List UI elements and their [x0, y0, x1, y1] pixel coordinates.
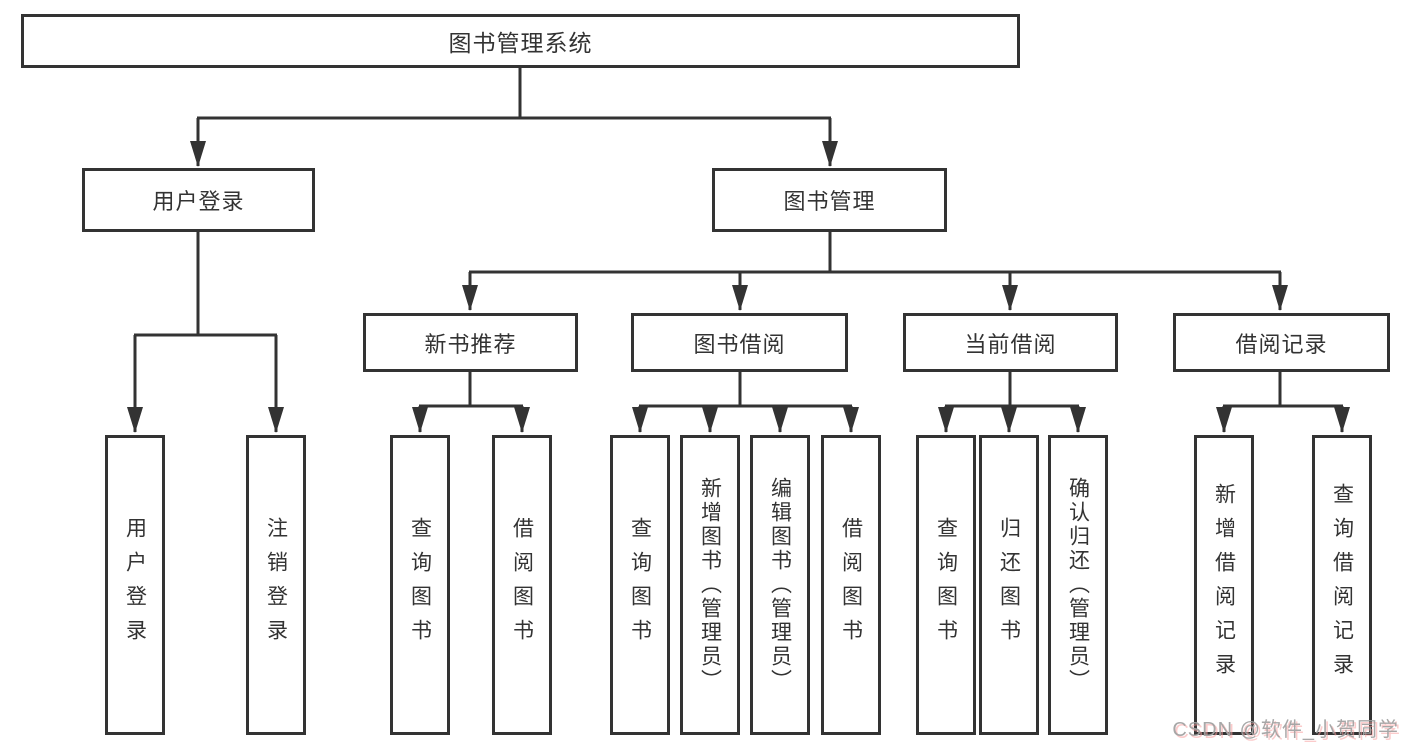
node-user-login: 用户登录	[82, 168, 315, 232]
leaf-borrow-books-rec: 借阅图书	[492, 435, 552, 735]
leaf-query-books-current-label: 查询图书	[934, 517, 958, 653]
leaf-add-books-admin: 新增图书（管理员）	[680, 435, 740, 735]
connector-book-borrow-bar	[639, 372, 852, 408]
node-root: 图书管理系统	[21, 14, 1020, 68]
leaf-return-books-label: 归还图书	[997, 517, 1021, 653]
connector-current-borrow-bar	[945, 372, 1079, 408]
connector-new-book-rec-bar	[419, 372, 523, 408]
leaf-query-books-rec-label: 查询图书	[408, 517, 432, 653]
leaf-query-books-rec: 查询图书	[390, 435, 450, 735]
leaf-return-books: 归还图书	[979, 435, 1039, 735]
node-current-borrow: 当前借阅	[903, 313, 1118, 372]
leaf-query-books-borrow: 查询图书	[610, 435, 670, 735]
leaf-user-login-label: 用户登录	[123, 517, 147, 653]
node-book-borrow: 图书借阅	[631, 313, 848, 372]
node-borrow-record-label: 借阅记录	[1235, 331, 1328, 357]
node-book-borrow-label: 图书借阅	[693, 331, 786, 357]
leaf-borrow-books-label: 借阅图书	[839, 517, 863, 653]
node-book-mgmt-label: 图书管理	[783, 189, 876, 214]
leaf-confirm-return-admin-label: 确认归还（管理员）	[1066, 477, 1090, 693]
node-borrow-record: 借阅记录	[1173, 313, 1390, 372]
node-book-mgmt: 图书管理	[712, 168, 947, 232]
leaf-add-books-admin-label: 新增图书（管理员）	[698, 477, 722, 693]
leaf-borrow-books: 借阅图书	[821, 435, 881, 735]
leaf-add-borrow-record-label: 新增借阅记录	[1212, 483, 1236, 687]
node-current-borrow-label: 当前借阅	[964, 331, 1057, 357]
leaf-add-borrow-record: 新增借阅记录	[1194, 435, 1254, 735]
node-new-book-rec-label: 新书推荐	[424, 331, 517, 357]
leaf-query-books-borrow-label: 查询图书	[628, 517, 652, 653]
node-root-label: 图书管理系统	[448, 30, 593, 56]
leaf-borrow-books-rec-label: 借阅图书	[510, 517, 534, 653]
leaf-logout: 注销登录	[246, 435, 306, 735]
leaf-user-login: 用户登录	[105, 435, 165, 735]
leaf-edit-books-admin-label: 编辑图书（管理员）	[768, 477, 792, 693]
connector-root-bar	[197, 67, 831, 120]
connector-book-mgmt-bar	[469, 232, 1281, 274]
node-new-book-rec: 新书推荐	[363, 313, 578, 372]
leaf-logout-label: 注销登录	[264, 517, 288, 653]
leaf-query-borrow-record: 查询借阅记录	[1312, 435, 1372, 735]
node-user-login-label: 用户登录	[152, 189, 245, 214]
leaf-query-books-current: 查询图书	[916, 435, 976, 735]
connector-borrow-record-bar	[1223, 372, 1343, 408]
leaf-query-borrow-record-label: 查询借阅记录	[1330, 483, 1354, 687]
leaf-edit-books-admin: 编辑图书（管理员）	[750, 435, 810, 735]
leaf-confirm-return-admin: 确认归还（管理员）	[1048, 435, 1108, 735]
connector-user-login-bar	[134, 232, 277, 337]
